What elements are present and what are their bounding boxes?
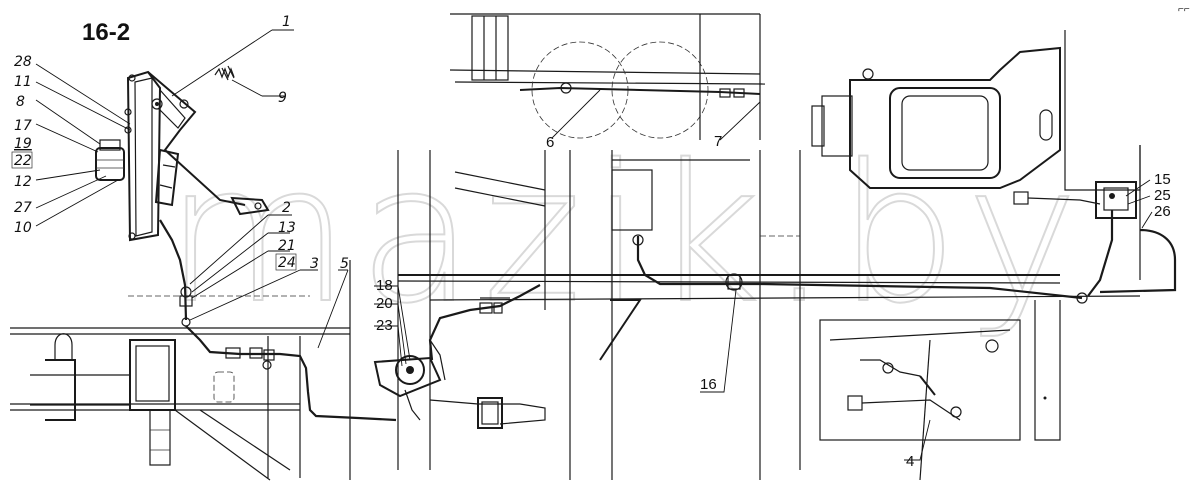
callout-15: 15: [1154, 171, 1171, 188]
callout-26: 26: [1154, 203, 1171, 220]
callout-28: 28: [14, 54, 32, 70]
callout-13: 13: [278, 220, 296, 236]
callout-3: 3: [310, 256, 319, 272]
gearbox-assembly: [811, 30, 1177, 304]
slave-cylinder-assembly: [373, 339, 546, 429]
callout-10: 10: [14, 220, 32, 236]
callout-20: 20: [376, 295, 393, 312]
callout-21: 21: [278, 238, 296, 254]
callout-6: 6: [546, 134, 554, 151]
frame-center: [397, 150, 1141, 481]
callout-labels: 28 11 8 17 19 22 12 27 10 1 9 2 13 21 24…: [11, 14, 1171, 470]
callout-25: 25: [1154, 187, 1171, 204]
callout-12: 12: [14, 174, 32, 190]
pedal-bracket-assembly: [95, 65, 310, 327]
callout-7: 7: [714, 133, 722, 150]
corner-mark: ⌐⌐: [1178, 4, 1190, 15]
callout-4: 4: [906, 453, 914, 470]
callout-19: 19: [14, 136, 32, 152]
callout-16: 16: [700, 376, 717, 393]
callout-23: 23: [376, 317, 393, 334]
figure-title: 16-2: [82, 19, 130, 46]
callout-9: 9: [278, 90, 287, 106]
callout-2: 2: [282, 200, 291, 216]
frame-lower-left: [10, 260, 351, 481]
callout-27: 27: [14, 200, 32, 216]
callout-18: 18: [376, 277, 393, 294]
watermark: mazik.by: [165, 124, 1087, 345]
callout-8: 8: [16, 94, 25, 110]
release-fork-lower-right: [847, 339, 1047, 421]
pipeline-left: [185, 325, 397, 422]
callout-5: 5: [340, 256, 349, 272]
callout-1: 1: [282, 14, 291, 30]
frame-top-detail: [449, 13, 766, 140]
callout-24: 24: [278, 255, 296, 271]
callout-11: 11: [14, 74, 32, 90]
callout-17: 17: [14, 118, 32, 134]
callout-22: 22: [14, 153, 32, 169]
leader-lines: [35, 29, 1153, 461]
